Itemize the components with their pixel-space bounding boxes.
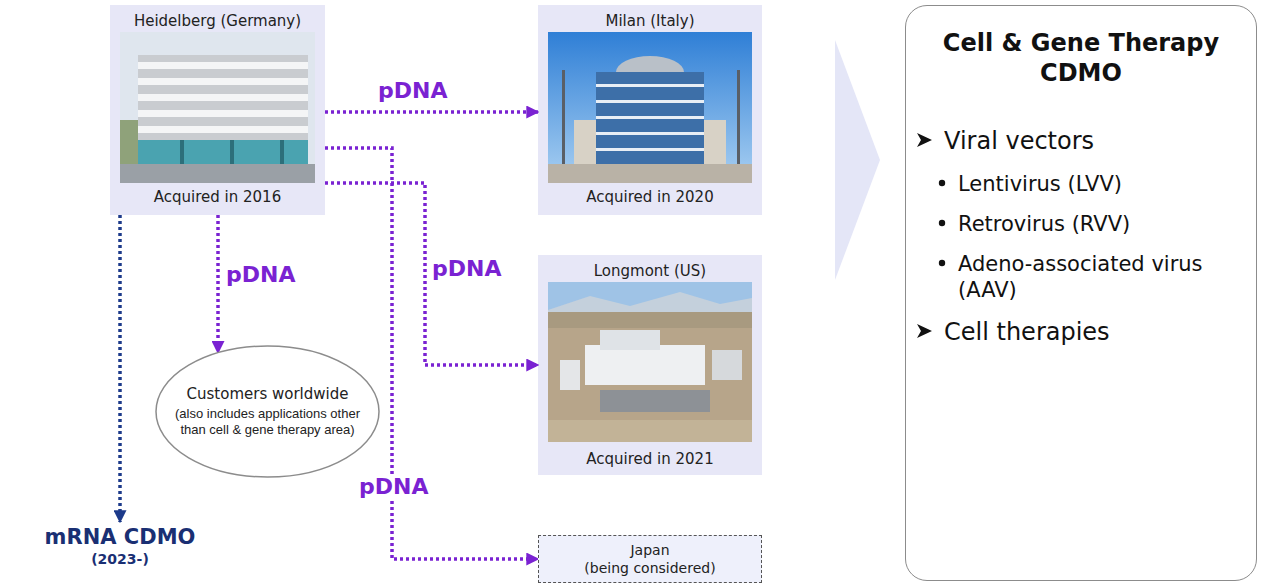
acquisition-year: Acquired in 2021 <box>586 450 713 469</box>
mrna-target: mRNA CDMO(2023-) <box>25 522 215 584</box>
building-photo <box>120 32 315 183</box>
site-name: Longmont (US) <box>594 262 706 281</box>
node-note: (also includes applications other than c… <box>175 406 360 438</box>
edge-label: pDNA <box>355 474 432 500</box>
planned-site-box: Japan(being considered) <box>538 535 762 583</box>
site-name: Heidelberg (Germany) <box>134 12 301 31</box>
sub-list-item: Retrovirus (RVV) <box>958 211 1130 237</box>
building-photo <box>548 32 752 183</box>
dotted-arrow <box>216 215 220 353</box>
dotted-arrow <box>325 183 538 365</box>
acquisition-year: Acquired in 2020 <box>586 188 713 207</box>
service-panel: Cell & Gene Therapy CDMO Viral vectorsLen… <box>905 5 1257 581</box>
site-box: Milan (Italy) Acquired in 2020 <box>538 5 762 215</box>
aerial-photo <box>548 282 752 442</box>
list-bullets <box>917 133 945 338</box>
edge-label: pDNA <box>226 262 295 288</box>
edge-label: pDNA <box>432 256 501 282</box>
site-name: Japan <box>630 541 669 559</box>
list-item: Cell therapies <box>944 317 1110 347</box>
flow-chevron <box>835 40 880 280</box>
panel-title: Cell & Gene Therapy CDMO <box>931 28 1231 88</box>
sub-list-item: Lentivirus (LVV) <box>958 171 1122 197</box>
acquisition-year: Acquired in 2016 <box>154 188 281 207</box>
service-name: mRNA CDMO <box>45 524 196 550</box>
dotted-arrow <box>325 148 538 559</box>
customer-ellipse: Customers worldwide (also includes applic… <box>155 345 380 478</box>
node-title: Customers worldwide <box>187 385 349 404</box>
dotted-arrow <box>325 110 538 114</box>
edge-label: pDNA <box>378 78 447 104</box>
site-box: Heidelberg (Germany) Acquired in 2016 <box>110 5 325 215</box>
sub-list-item: Adeno-associated virus (AAV) <box>958 251 1228 303</box>
start-year: (2023-) <box>91 550 149 568</box>
dotted-arrow <box>118 215 122 522</box>
list-item: Viral vectors <box>944 126 1094 156</box>
site-box: Longmont (US) Acquired in 2021 <box>538 255 762 475</box>
site-status: (being considered) <box>584 559 715 577</box>
ellipse-shape <box>156 346 379 477</box>
site-name: Milan (Italy) <box>606 12 695 31</box>
